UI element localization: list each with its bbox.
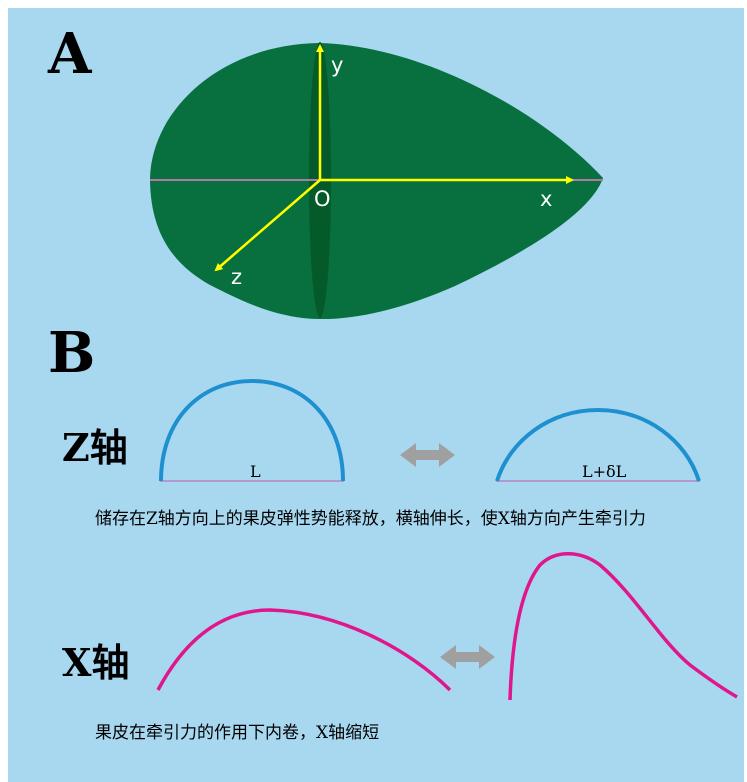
x-axis-label: x — [540, 187, 552, 211]
x-left-curve — [156, 608, 452, 692]
panel-a-label: A — [47, 21, 93, 87]
x-double-arrow — [440, 645, 495, 669]
z-caption: 储存在Z轴方向上的果皮弹性势能释放，横轴伸长，使X轴方向产生牵引力 — [95, 508, 646, 529]
z-right-length-label: L+δL — [582, 462, 627, 481]
x-caption: 果皮在牵引力的作用下内卷，X轴缩短 — [95, 723, 379, 743]
origin-label: O — [314, 187, 331, 211]
z-axis-line — [214, 179, 321, 272]
panel-b-label: B — [48, 320, 95, 386]
x-axis-title: X轴 — [62, 640, 129, 685]
y-axis-label: y — [331, 53, 343, 77]
z-double-arrow — [400, 443, 455, 467]
z-right-arc — [495, 407, 701, 482]
z-axis-title: Z轴 — [62, 425, 128, 470]
z-left-arc — [159, 378, 345, 482]
z-axis-label: z — [231, 265, 242, 289]
z-left-length-label: L — [250, 462, 261, 481]
x-right-curve — [508, 552, 738, 701]
